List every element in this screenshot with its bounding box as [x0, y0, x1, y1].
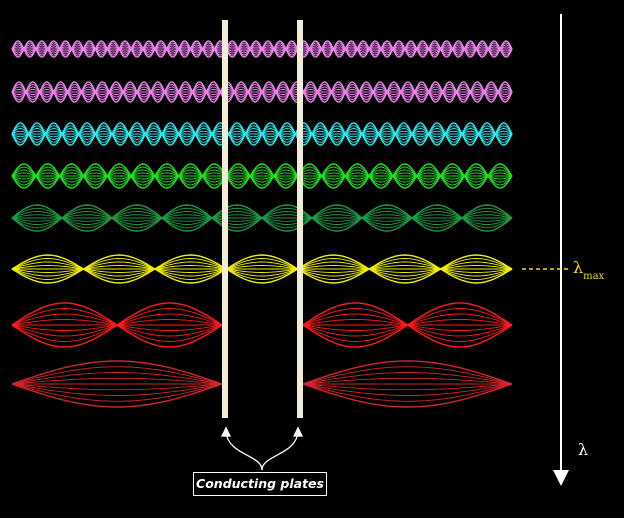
wave-curve: [11, 169, 513, 183]
mode-8: [11, 360, 513, 408]
mode-6: [11, 254, 513, 284]
wave-curve: [11, 40, 513, 58]
conducting-plates-label: Conducting plates: [193, 472, 327, 496]
wave-curve: [302, 377, 513, 385]
wave-curve: [302, 383, 513, 391]
mode-5: [11, 204, 513, 232]
wave-curve: [11, 372, 223, 385]
mode-4: [11, 163, 513, 189]
wave-curve: [11, 383, 223, 391]
wave-curve: [11, 360, 223, 385]
wave-curve: [11, 258, 513, 280]
wave-curve: [11, 254, 513, 284]
wave-curve: [11, 204, 513, 232]
wave-curve: [11, 163, 513, 189]
wave-curve: [11, 172, 513, 180]
wave-curve: [302, 372, 513, 385]
wave-curve: [302, 366, 513, 385]
wave-curve: [11, 302, 223, 348]
lambda-max-label: λmax: [573, 258, 604, 282]
wave-curve: [11, 261, 513, 277]
mode-1: [11, 40, 513, 58]
wave-curve: [302, 383, 513, 396]
mode-2: [11, 81, 513, 103]
wave-curve: [302, 383, 513, 408]
wave-curve: [11, 166, 513, 186]
conducting-plate-right: [297, 20, 303, 418]
wave-curve: [11, 169, 513, 183]
wave-curve: [11, 383, 223, 396]
wave-curve: [11, 166, 513, 186]
wave-curve: [11, 163, 513, 189]
wave-curve: [11, 81, 513, 103]
wave-curve: [11, 366, 223, 385]
wave-curve: [11, 265, 513, 273]
wave-curve: [11, 258, 513, 280]
wave-curve: [11, 383, 223, 408]
wave-curve: [11, 383, 223, 402]
mode-7: [11, 302, 513, 348]
wave-curve: [302, 302, 513, 348]
wave-curve: [11, 265, 513, 273]
wave-curve: [11, 254, 513, 284]
plate-pointer-arrows: [220, 426, 304, 471]
wave-curve: [11, 261, 513, 277]
lambda-max-subscript: max: [583, 271, 605, 282]
wave-curve: [302, 383, 513, 402]
mode-3: [11, 122, 513, 146]
wave-curve: [11, 122, 513, 146]
wavelength-axis-arrow: [553, 14, 569, 486]
lambda-axis-label: λ: [578, 440, 589, 459]
wave-curve: [11, 172, 513, 180]
lambda-max-symbol: λ: [573, 258, 584, 277]
wave-curve: [11, 377, 223, 385]
wave-curve: [302, 360, 513, 385]
conducting-plate-left: [222, 20, 228, 418]
